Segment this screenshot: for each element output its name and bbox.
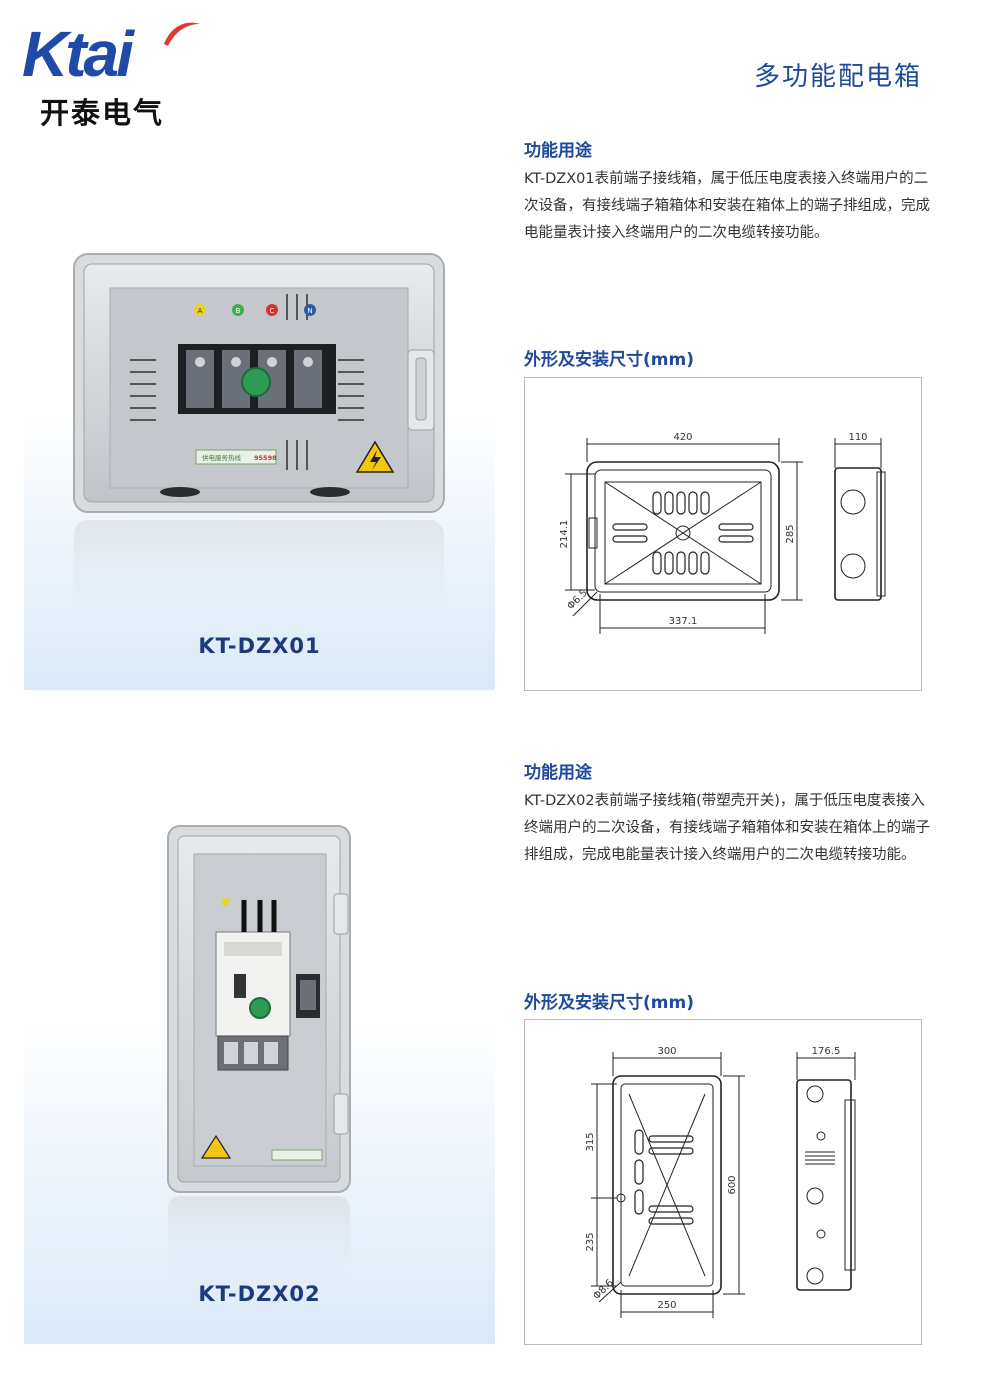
- dim-mount-h: 250: [657, 1300, 676, 1311]
- product-photo-2: [167, 825, 351, 1280]
- dim-depth: 176.5: [812, 1046, 841, 1057]
- dim-width: 420: [673, 432, 692, 443]
- dim-mount-top: 315: [585, 1132, 596, 1151]
- hotline-label: 供电服务热线: [202, 453, 242, 462]
- dimension-title: 外形及安装尺寸(mm): [524, 993, 694, 1013]
- function-title: 功能用途: [524, 141, 592, 161]
- dim-width: 300: [657, 1046, 676, 1057]
- dim-mount-bottom: 235: [585, 1232, 596, 1251]
- phase-c-label: C: [270, 307, 275, 315]
- logo-swoosh-icon: [164, 22, 200, 46]
- product-panel-2: KT-DZX02: [24, 800, 495, 1344]
- dim-mount-h: 337.1: [669, 616, 698, 627]
- dim-hole: Φ6.5: [565, 588, 590, 613]
- dim-depth: 110: [848, 432, 867, 443]
- dimension-title: 外形及安装尺寸(mm): [524, 350, 694, 370]
- logo-mark: Ktai: [22, 18, 134, 90]
- phase-a-label: A: [198, 307, 203, 315]
- function-description: KT-DZX02表前端子接线箱(带塑壳开关)，属于低压电度表接入终端用户的二次设…: [524, 793, 930, 863]
- dimension-diagram-2: 300 250 315 235 600 Φ8.6 176.5: [524, 1019, 922, 1345]
- dim-height: 600: [727, 1175, 738, 1194]
- function-title: 功能用途: [524, 763, 592, 783]
- brand-logo: Ktai 开泰电气: [22, 22, 202, 132]
- brand-name: 开泰电气: [40, 96, 165, 130]
- dim-height: 285: [785, 524, 796, 543]
- model-name: KT-DZX02: [198, 1282, 321, 1306]
- page-title: 多功能配电箱: [753, 62, 922, 92]
- product-photo-1: A B C N 供电服务热线 95598: [73, 253, 445, 620]
- phase-b-label: B: [236, 307, 241, 315]
- dim-mount-v: 214.1: [559, 520, 570, 549]
- neutral-label: N: [307, 307, 312, 315]
- product-panel-1: A B C N 供电服务热线 95598 KT-DZX01: [24, 222, 495, 690]
- function-description: KT-DZX01表前端子接线箱，属于低压电度表接入终端用户的二次设备，有接线端子…: [524, 171, 930, 241]
- model-name: KT-DZX01: [198, 634, 321, 658]
- dimension-diagram-1: 420 337.1 214.1 285 Φ6.5 110: [524, 377, 922, 691]
- hotline-number: 95598: [254, 454, 277, 462]
